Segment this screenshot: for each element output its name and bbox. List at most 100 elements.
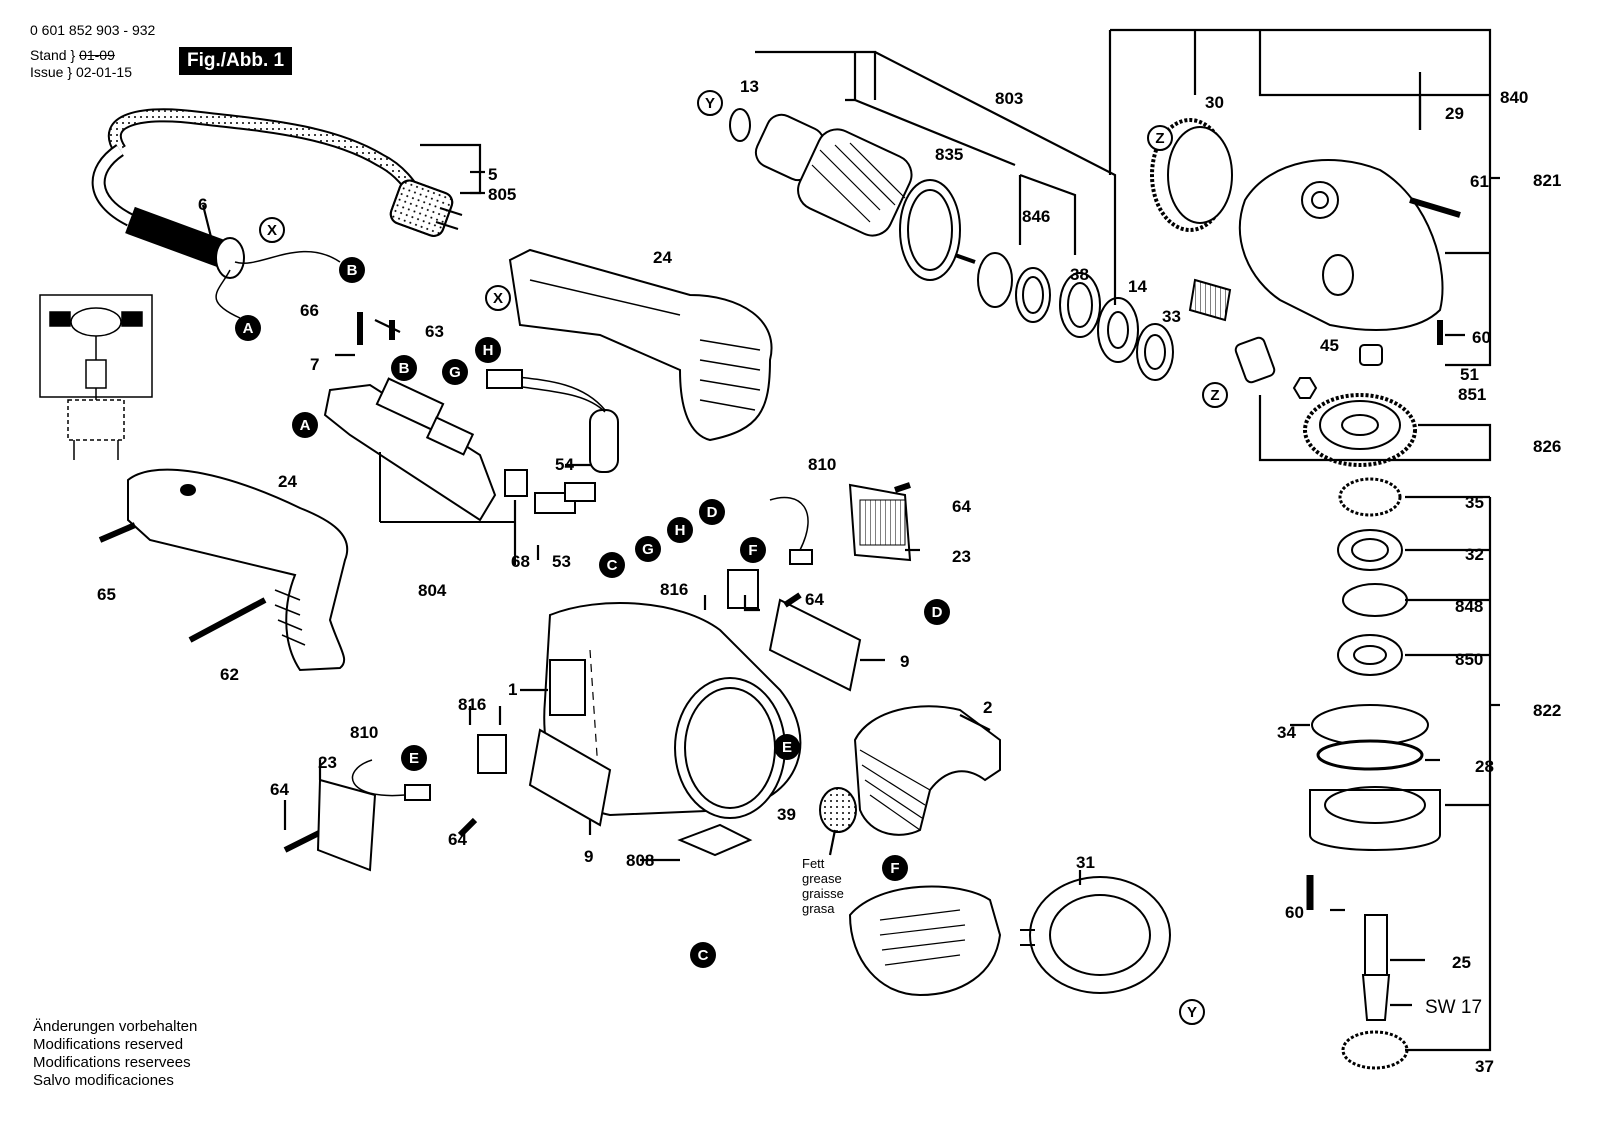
switch-assembly <box>323 377 516 565</box>
callout-821: 821 <box>1533 171 1561 190</box>
callout-60-lower: 60 <box>1285 903 1304 922</box>
part-callouts: 5 805 6 24 24 66 63 7 54 810 64 23 65 62… <box>97 77 1561 1076</box>
washer-38 <box>1015 267 1051 323</box>
callout-28: 28 <box>1475 757 1494 776</box>
note-es: Salvo modificaciones <box>33 1072 174 1089</box>
svg-text:Y: Y <box>705 95 715 112</box>
handle-upper <box>508 248 773 442</box>
connector-x-upper: X <box>259 217 285 243</box>
connector-b-upper: B <box>339 257 365 283</box>
connector-h-lower: H <box>667 517 693 543</box>
callout-64-upper: 64 <box>952 497 971 516</box>
callout-6: 6 <box>198 195 207 214</box>
callout-31: 31 <box>1076 853 1095 872</box>
wrench-size-label: SW 17 <box>1425 997 1482 1018</box>
gear-housing <box>1238 159 1444 331</box>
carbon-brush-upper <box>727 496 813 609</box>
connector-e-left: E <box>401 745 427 771</box>
gear-30 <box>1150 118 1233 232</box>
callout-39: 39 <box>777 805 796 824</box>
connector-f-lower: F <box>882 855 908 881</box>
callout-63: 63 <box>425 322 444 341</box>
capacitor <box>486 369 619 473</box>
callout-32: 32 <box>1465 545 1484 564</box>
callout-37: 37 <box>1475 1057 1494 1076</box>
callout-816-lower: 816 <box>458 695 486 714</box>
connector-blocks <box>504 469 596 514</box>
carbon-brush-lower <box>351 734 507 801</box>
part-number: 0 601 852 903 - 932 <box>30 22 156 38</box>
svg-text:G: G <box>449 364 461 381</box>
callout-9-lower: 9 <box>584 847 593 866</box>
filter-cover-lower <box>528 728 612 827</box>
callout-810-lower: 810 <box>350 723 378 742</box>
retaining-ring-846 <box>977 252 1013 308</box>
callout-2: 2 <box>983 698 992 717</box>
callout-810-upper: 810 <box>808 455 836 474</box>
callout-30: 30 <box>1205 93 1224 112</box>
callout-62: 62 <box>220 665 239 684</box>
screws <box>98 197 1461 910</box>
wiring-schematic <box>39 294 153 460</box>
callout-23-upper: 23 <box>952 547 971 566</box>
connector-y-upper: Y <box>697 90 723 116</box>
svg-text:Y: Y <box>1187 1004 1197 1021</box>
connector-b-lower: B <box>391 355 417 381</box>
handle-lower <box>127 468 349 672</box>
callout-7: 7 <box>310 355 319 374</box>
figure-label: Fig./Abb. 1 <box>179 47 293 75</box>
callout-9-upper: 9 <box>900 652 909 671</box>
end-cap <box>1020 876 1171 994</box>
svg-text:F: F <box>748 542 757 559</box>
stand-label: Stand } 01-09 <box>30 47 115 63</box>
power-cord <box>91 108 463 319</box>
connector-g-lower: G <box>635 536 661 562</box>
spindle-stack <box>1309 477 1441 1070</box>
callout-14: 14 <box>1128 277 1147 296</box>
callout-25: 25 <box>1452 953 1471 972</box>
connector-c-lower: C <box>690 942 716 968</box>
svg-text:B: B <box>399 360 410 377</box>
svg-text:H: H <box>675 522 686 539</box>
callout-24-upper: 24 <box>653 248 672 267</box>
svg-text:F: F <box>890 860 899 877</box>
callout-64-lower: 64 <box>448 830 467 849</box>
brush-holder-upper <box>848 483 912 562</box>
callout-23-lower: 23 <box>318 753 337 772</box>
callout-66: 66 <box>300 301 319 320</box>
svg-text:E: E <box>409 750 419 767</box>
svg-text:Z: Z <box>1155 130 1164 147</box>
svg-text:grease: grease <box>802 871 842 886</box>
bevel-gear-826 <box>1303 393 1417 467</box>
svg-text:X: X <box>267 222 277 239</box>
svg-text:Z: Z <box>1210 387 1219 404</box>
modification-notes: Änderungen vorbehalten Modifications res… <box>33 1018 197 1090</box>
callout-850: 850 <box>1455 650 1483 669</box>
callout-29: 29 <box>1445 104 1464 123</box>
connector-y-lower: Y <box>1179 999 1205 1025</box>
fan-plate <box>1188 278 1232 322</box>
note-de: Änderungen vorbehalten <box>33 1018 198 1035</box>
svg-text:G: G <box>642 541 654 558</box>
label-808-part <box>677 823 753 857</box>
connector-a-upper: A <box>235 315 261 341</box>
callout-51: 51 <box>1460 365 1479 384</box>
callout-846: 846 <box>1022 207 1050 226</box>
callout-54: 54 <box>555 455 574 474</box>
stator <box>848 885 1002 997</box>
callout-35: 35 <box>1465 493 1484 512</box>
svg-text:X: X <box>493 290 503 307</box>
callout-5: 5 <box>488 165 497 184</box>
callout-68: 68 <box>511 552 530 571</box>
motor-housing <box>543 602 802 819</box>
field-coil <box>853 705 1001 836</box>
issue-label: Issue } 02-01-15 <box>30 64 132 80</box>
svg-text:D: D <box>932 604 943 621</box>
bearing-14 <box>1059 272 1101 338</box>
callout-33: 33 <box>1162 307 1181 326</box>
callout-34: 34 <box>1277 723 1296 742</box>
grease-note: Fett grease graisse grasa <box>802 856 844 916</box>
callout-805: 805 <box>488 185 516 204</box>
note-en: Modifications reserved <box>33 1036 184 1053</box>
callout-808: 808 <box>626 851 654 870</box>
